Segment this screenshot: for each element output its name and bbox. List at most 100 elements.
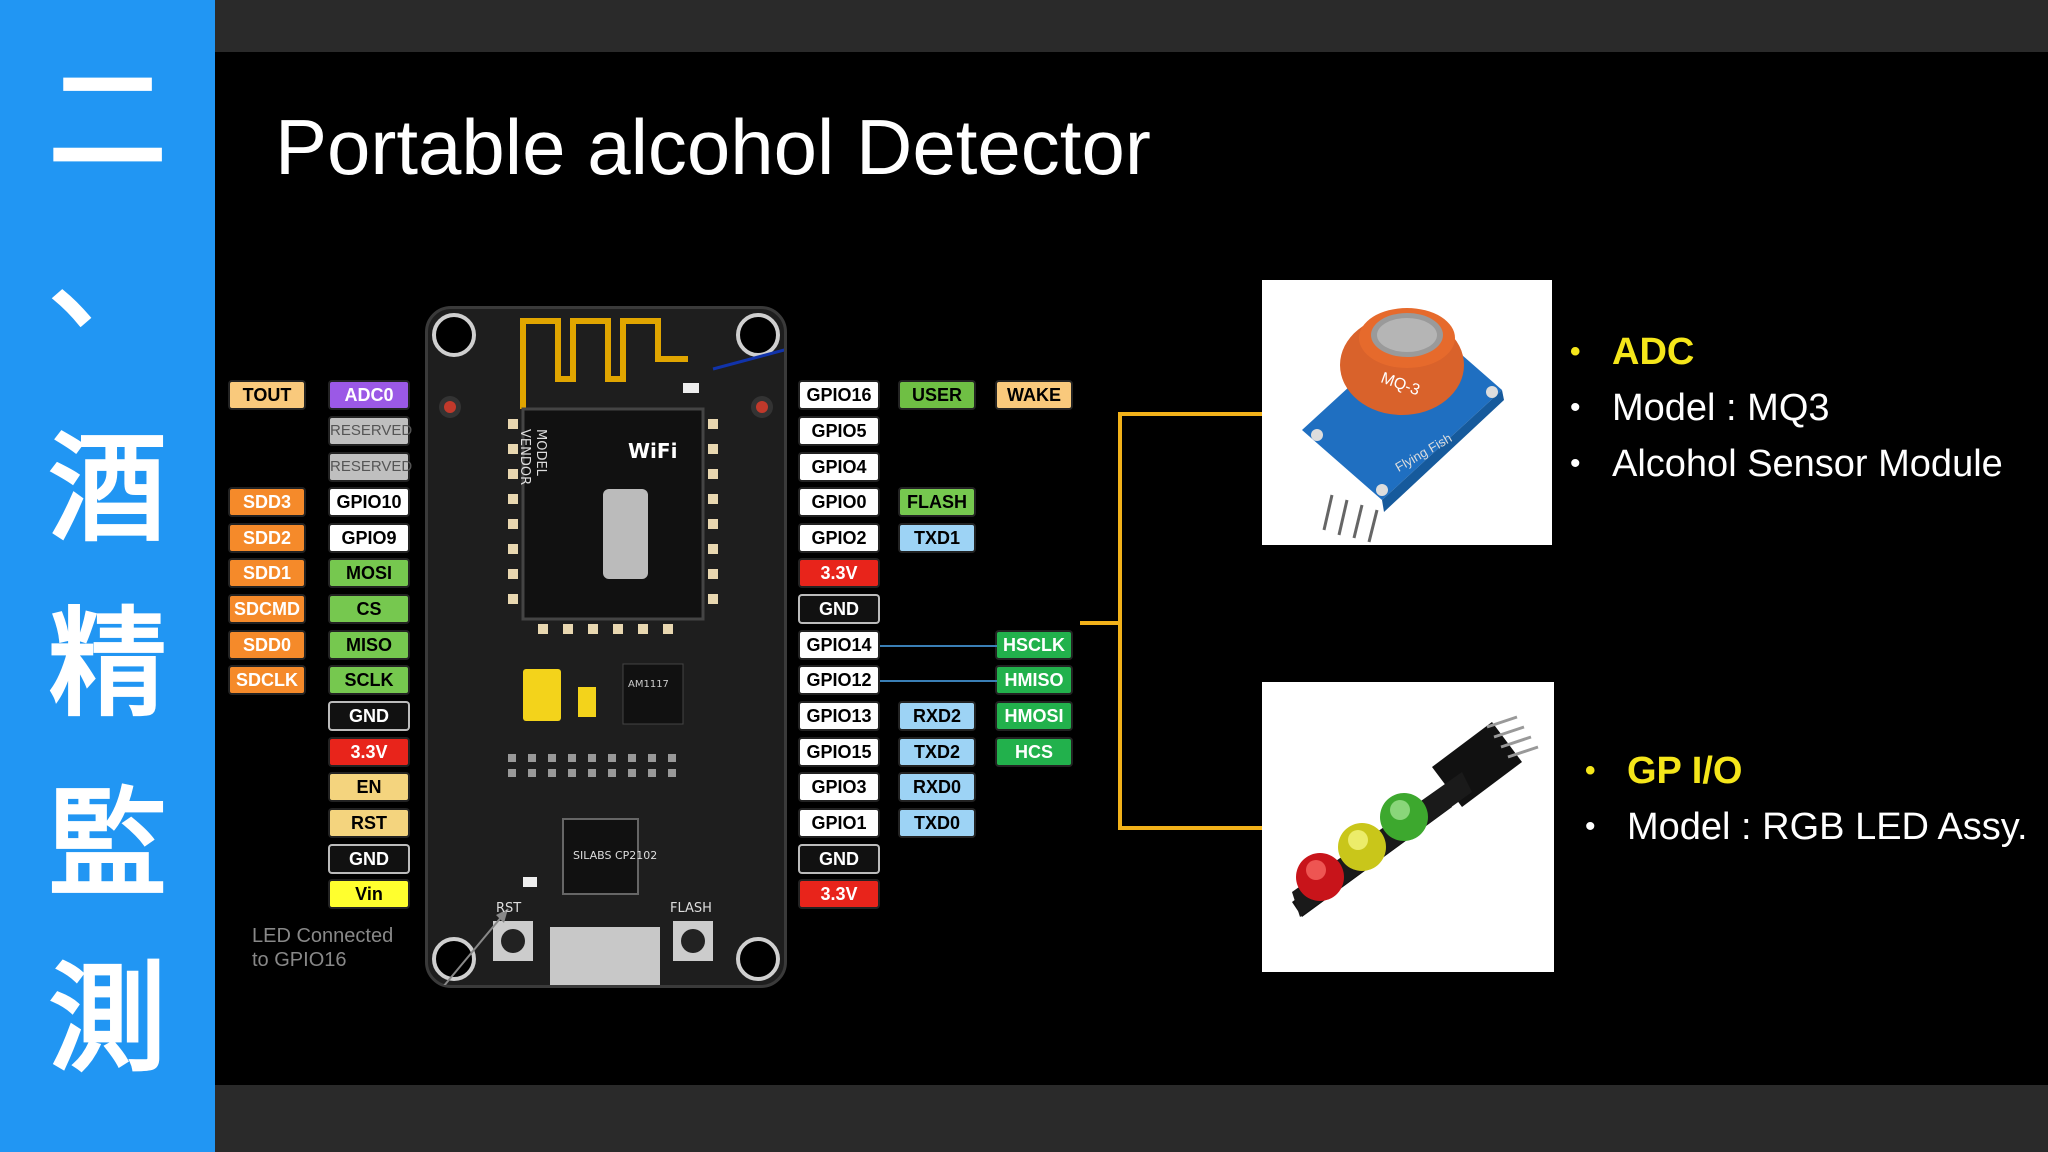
pin-label-mosi: MOSI xyxy=(330,560,408,586)
pin-label-sdd0: SDD0 xyxy=(230,632,304,658)
pin-label-txd0: TXD0 xyxy=(900,810,974,836)
pin-label-rxd2: RXD2 xyxy=(900,703,974,729)
pin-label-wake: WAKE xyxy=(997,382,1071,408)
bracket-line xyxy=(1080,621,1118,625)
pin-label-tout: TOUT xyxy=(230,382,304,408)
nodemcu-board: MODEL VENDOR WiFi AM1117 SILABS CP2102 R… xyxy=(425,306,787,988)
bullet-dot: • xyxy=(1570,447,1581,480)
top-bar xyxy=(215,0,2048,52)
bullet-dot: • xyxy=(1585,754,1596,787)
mount-hole xyxy=(736,313,780,357)
annotation-line: LED Connected xyxy=(252,925,394,947)
pin-label-gnd: GND xyxy=(330,703,408,729)
bullet-item: • ADC xyxy=(1568,324,2003,380)
bullet-text: Alcohol Sensor Module xyxy=(1612,443,2003,485)
sidebar: 二 、 酒 精 監 測 xyxy=(0,0,215,1152)
pin-label-gpio13: GPIO13 xyxy=(800,703,878,729)
bullet-dot: • xyxy=(1570,391,1581,424)
slide: Portable alcohol Detector xyxy=(215,52,2048,1085)
mount-hole xyxy=(736,937,780,981)
pin-label-gpio5: GPIO5 xyxy=(800,418,878,444)
pin-label-sdcmd: SDCMD xyxy=(230,596,304,622)
pin-label-3v3: 3.3V xyxy=(800,881,878,907)
mount-hole xyxy=(432,937,476,981)
usb-chip-label: SILABS CP2102 xyxy=(573,849,658,862)
pin-label-hcs: HCS xyxy=(997,739,1071,765)
bullet-item: • Model : MQ3 xyxy=(1568,380,2003,436)
pin-label-hmosi: HMOSI xyxy=(997,703,1071,729)
mq3-sensor-illustration xyxy=(1302,308,1504,543)
wifi-logo: WiFi xyxy=(628,439,678,463)
esp-module-text: MODEL VENDOR xyxy=(516,429,548,485)
pin-label-txd1: TXD1 xyxy=(900,525,974,551)
sidebar-char: 酒 xyxy=(48,420,167,558)
bullet-item: • Model : RGB LED Assy. xyxy=(1583,799,2028,855)
pin-label-gpio2: GPIO2 xyxy=(800,525,878,551)
pin-label-gpio9: GPIO9 xyxy=(330,525,408,551)
bracket-line xyxy=(1118,412,1122,830)
sidebar-char: 二 xyxy=(48,52,167,190)
bracket-line xyxy=(1118,826,1262,830)
board-text: VENDOR xyxy=(517,429,532,486)
mq3-sensor-image: MQ-3 Flying Fish xyxy=(1262,280,1552,545)
pin-label-3v3: 3.3V xyxy=(800,560,878,586)
bullet-dot: • xyxy=(1585,810,1596,843)
pin-label-cs: CS xyxy=(330,596,408,622)
bottom-bar xyxy=(215,1085,2048,1152)
pin-label-reserved: RESERVED xyxy=(330,454,412,480)
bullet-item: • Alcohol Sensor Module xyxy=(1568,436,2003,492)
pin-label-gpio15: GPIO15 xyxy=(800,739,878,765)
pin-label-adc0: ADC0 xyxy=(330,382,408,408)
pin-label-rst: RST xyxy=(330,810,408,836)
header-pin xyxy=(444,401,456,413)
bullet-item: •GP I/O xyxy=(1583,743,2028,799)
pin-label-gpio10: GPIO10 xyxy=(330,489,408,515)
pin-label-reserved: RESERVED xyxy=(330,418,412,444)
header-pin xyxy=(756,401,768,413)
pin-label-3v3: 3.3V xyxy=(330,739,408,765)
pin-label-gpio3: GPIO3 xyxy=(800,774,878,800)
bullet-text: ADC xyxy=(1612,331,1695,373)
rst-label: RST xyxy=(496,901,522,916)
sidebar-char: 精 xyxy=(48,595,167,733)
pin-label-sdd3: SDD3 xyxy=(230,489,304,515)
sidebar-char: 測 xyxy=(48,950,167,1088)
pin-label-gpio16: GPIO16 xyxy=(800,382,878,408)
board-art xyxy=(443,318,784,985)
mount-hole xyxy=(432,313,476,357)
board-text: MODEL xyxy=(533,429,548,476)
pin-label-miso: MISO xyxy=(330,632,408,658)
connector-line xyxy=(880,645,997,647)
pin-label-sdd1: SDD1 xyxy=(230,560,304,586)
flash-label: FLASH xyxy=(670,901,712,916)
pin-label-hsclk: HSCLK xyxy=(997,632,1071,658)
bullet-text: Model : MQ3 xyxy=(1612,387,1830,429)
pin-label-gpio1: GPIO1 xyxy=(800,810,878,836)
pin-label-gnd: GND xyxy=(800,596,878,622)
pin-label-gnd: GND xyxy=(330,846,408,872)
pin-label-vin: Vin xyxy=(330,881,408,907)
pin-label-sclk: SCLK xyxy=(330,667,408,693)
pin-label-gpio0: GPIO0 xyxy=(800,489,878,515)
annotation-line: to GPIO16 xyxy=(252,949,347,971)
pin-label-flash: FLASH xyxy=(900,489,974,515)
sidebar-char: 監 xyxy=(48,775,167,913)
pin-label-gpio14: GPIO14 xyxy=(800,632,878,658)
bullet-dot: • xyxy=(1570,335,1581,368)
pin-label-txd2: TXD2 xyxy=(900,739,974,765)
connector-line xyxy=(880,680,997,682)
led-bullet-list: •GP I/O • Model : RGB LED Assy. xyxy=(1583,743,2028,855)
pin-label-rxd0: RXD0 xyxy=(900,774,974,800)
pin-label-hmiso: HMISO xyxy=(997,667,1071,693)
pin-label-user: USER xyxy=(900,382,974,408)
sensor-bullet-list: • ADC • Model : MQ3 • Alcohol Sensor Module xyxy=(1568,324,2003,492)
pin-label-gpio12: GPIO12 xyxy=(800,667,878,693)
sidebar-char: 、 xyxy=(48,208,167,346)
bullet-text: Model : RGB LED Assy. xyxy=(1627,806,2028,848)
pin-label-gpio4: GPIO4 xyxy=(800,454,878,480)
rgb-led-image xyxy=(1262,682,1554,972)
bracket-line xyxy=(1118,412,1262,416)
pin-label-gnd: GND xyxy=(800,846,878,872)
led-annotation: LED Connected to GPIO16 xyxy=(252,924,393,972)
pin-label-en: EN xyxy=(330,774,408,800)
